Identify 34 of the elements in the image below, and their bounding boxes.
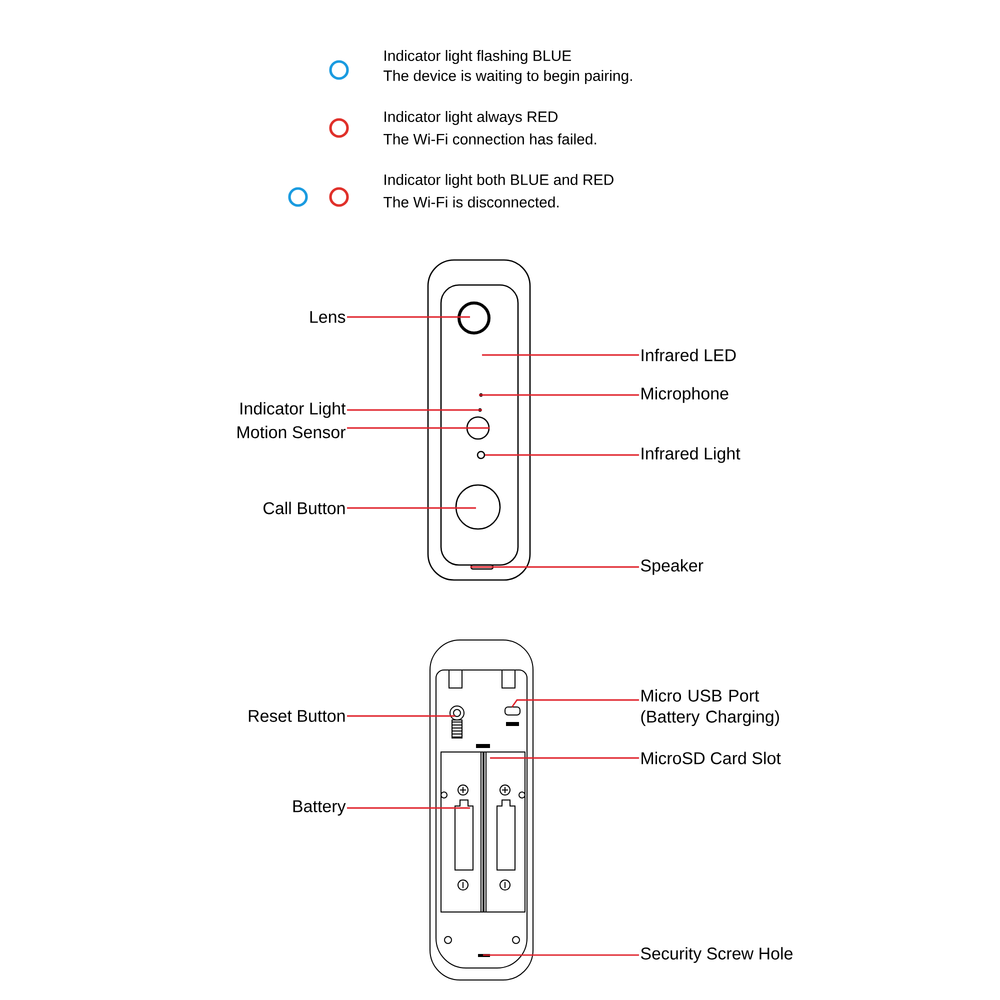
part-label: Motion Sensor (238, 426, 346, 438)
leader-line (483, 954, 639, 956)
part-label: Battery (293, 800, 346, 816)
part-label: Speaker (640, 559, 704, 575)
legend-note: The Wi-Fi connection has failed. (384, 134, 596, 144)
leader-line (347, 715, 455, 717)
part-label: Reset Button (248, 710, 345, 722)
leader-line (479, 394, 639, 396)
part-label: Micro USB Port (Battery Charging) (641, 689, 779, 726)
leader-line (470, 566, 639, 568)
leader-line (347, 807, 470, 809)
leader-line (482, 354, 639, 356)
legend-note: The Wi-Fi is disconnected. (384, 196, 559, 208)
speaker-slot (470, 564, 494, 570)
motion-sensor-circle (466, 416, 490, 440)
leader-line (485, 454, 639, 456)
legend-text: Indicator light always RED (384, 111, 558, 125)
part-label: Infrared LED (642, 348, 736, 362)
legend-note: The device is waiting to begin pairing. (384, 70, 632, 84)
part-label: Infrared Light (642, 447, 740, 463)
leader-line (347, 507, 476, 509)
leader-line (347, 316, 470, 318)
part-label: Call Button (264, 502, 345, 514)
part-label: Lens (310, 311, 346, 323)
legend-text: Indicator light flashing BLUE (384, 50, 571, 64)
part-label: Microphone (642, 387, 728, 403)
part-label: MicroSD Card Slot (642, 752, 781, 764)
part-label: Security Screw Hole (640, 947, 792, 963)
leader-line (490, 757, 639, 759)
part-label: Indicator Light (240, 402, 346, 418)
leader-line (347, 427, 490, 429)
leader-line (511, 699, 639, 708)
leader-line (347, 409, 482, 411)
legend-text: Indicator light both BLUE and RED (384, 174, 614, 188)
